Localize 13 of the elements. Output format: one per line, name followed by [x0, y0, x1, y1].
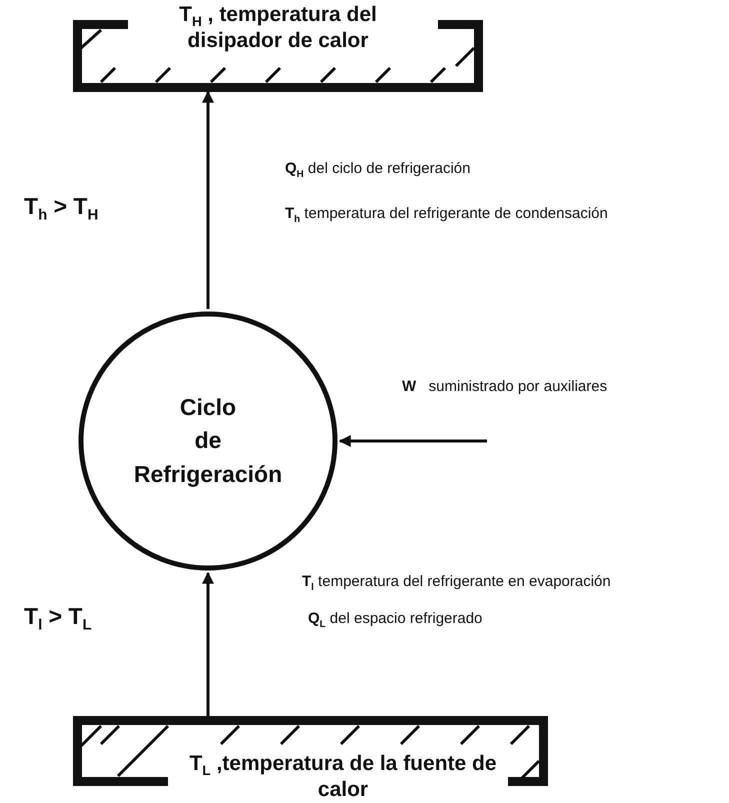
- temperature-relation: T$_{l}$ > T$_{L}$: [24, 603, 92, 634]
- temperature-relation: T$_{h}$ > T$_{H}$: [24, 193, 98, 224]
- annotation-text: Q$_{L}$ del espacio refrigerado: [308, 610, 482, 630]
- annotation-text: Q$_{H}$ del ciclo de refrigeración: [285, 160, 470, 180]
- arrow: [338, 435, 487, 447]
- reservoir-label: T$_{L}$ ,temperatura de la fuente de calor: [188, 753, 498, 802]
- arrow: [202, 572, 214, 716]
- arrow: [202, 90, 214, 309]
- annotation-text: T$_{h}$ temperatura del refrigerante de condensación: [285, 205, 608, 225]
- annotation-text: T$_{l}$ temperatura del refrigerante en evaporación: [302, 573, 611, 593]
- reservoir-label: T$_{H}$ , temperatura del disipador de calor: [178, 4, 378, 53]
- cycle-label: Ciclo de Refrigeración: [132, 393, 284, 489]
- edge-label: W suministrado por auxiliares: [402, 378, 608, 395]
